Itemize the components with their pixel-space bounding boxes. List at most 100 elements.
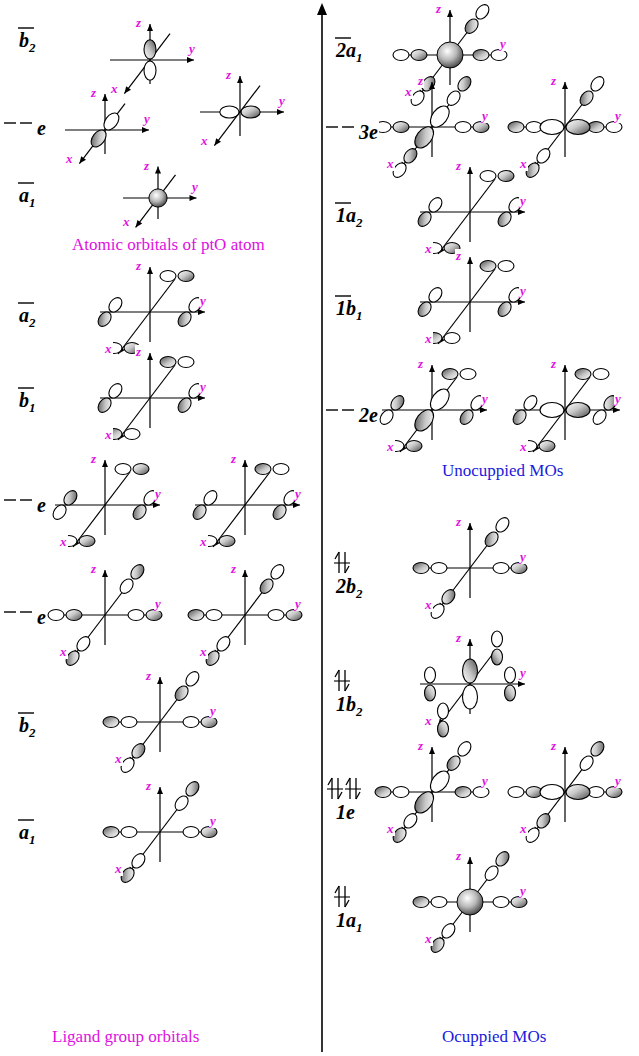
electron-arrow — [335, 670, 339, 677]
energy-level — [18, 387, 34, 388]
electron-arrow — [338, 792, 342, 799]
axis-arrowhead — [79, 156, 86, 163]
axis-label: y — [519, 666, 527, 680]
orbital-lobe — [270, 503, 288, 522]
orbital-lobe — [172, 794, 190, 813]
axis-label: x — [519, 157, 528, 171]
orbital-lobe — [178, 357, 194, 368]
orbital-lobe — [103, 827, 119, 838]
orbital-lobe — [588, 739, 606, 758]
axis-line — [564, 747, 565, 822]
orbital-lobe — [540, 120, 564, 135]
axis-line — [239, 76, 240, 136]
energy-level — [18, 302, 34, 303]
axis-line — [469, 257, 470, 332]
axis-line — [438, 535, 495, 610]
orbital-lobe — [106, 381, 124, 400]
axis-label: x — [59, 535, 68, 549]
axis-line — [159, 677, 160, 752]
axis-line — [400, 759, 457, 834]
orbital-lobe — [521, 393, 539, 412]
orbital-lobe — [480, 171, 496, 182]
axis-label: x — [114, 862, 123, 876]
orbital-lobe — [175, 396, 193, 415]
axis-label: z — [90, 562, 97, 576]
axis-label: y — [191, 180, 199, 194]
axis-arrowhead — [467, 257, 473, 264]
orbital-lobe — [431, 897, 447, 908]
electron-arrow — [345, 684, 349, 691]
axis-line — [438, 651, 495, 726]
axis-arrowhead — [198, 395, 205, 401]
axis-label: z — [145, 779, 152, 793]
axis-label: z — [135, 259, 142, 273]
electron-arrow — [346, 778, 350, 785]
orbital-lobe — [577, 754, 595, 773]
symmetry-label: b2 — [18, 30, 37, 51]
orbital-lobe — [268, 610, 284, 621]
symmetry-subscript: 1 — [29, 400, 36, 415]
orbital-lobe — [455, 787, 471, 798]
orbital-lobe — [426, 285, 444, 304]
orbital-lobe — [95, 310, 113, 329]
axis-label: x — [104, 342, 113, 356]
axis-arrowhead — [562, 82, 568, 89]
orbital-lobe — [160, 357, 176, 368]
orbital-lobe — [492, 631, 503, 647]
axis-label: z — [145, 669, 152, 683]
axis-label: y — [519, 884, 527, 898]
orbital-lobe — [444, 754, 462, 773]
axis-label: z — [90, 86, 97, 100]
energy-level — [4, 611, 16, 612]
axis-line — [420, 683, 525, 684]
orbital-lobe — [482, 530, 500, 549]
axis-label: x — [199, 645, 208, 659]
axis-arrowhead — [518, 209, 525, 215]
symmetry-subscript: 1 — [356, 920, 363, 935]
s-orbital — [149, 189, 167, 207]
s-orbital — [437, 42, 463, 68]
orbital-lobe — [510, 408, 528, 427]
axis-line — [149, 267, 150, 342]
symmetry-label: 1e — [335, 802, 356, 823]
axis-line — [469, 167, 470, 242]
orbital-lobe — [201, 827, 217, 838]
symmetry-subscript: 2 — [356, 704, 363, 719]
axis-label: y — [154, 487, 162, 501]
orbital-lobe — [444, 333, 460, 344]
orbital-lobe — [133, 464, 149, 475]
axis-arrowhead — [237, 76, 243, 83]
symmetry-subscript: 2 — [356, 215, 363, 230]
orbital-lobe — [106, 295, 124, 314]
orbital-lobe — [493, 515, 511, 534]
axis-label: z — [550, 357, 557, 371]
energy-level — [20, 122, 32, 123]
axis-label: y — [499, 37, 507, 51]
energy-level — [335, 202, 351, 203]
axis-line — [149, 353, 150, 428]
orbital-lobe — [505, 685, 516, 701]
orbital-lobe — [455, 739, 473, 758]
axis-line — [79, 104, 125, 164]
axis-line — [73, 582, 130, 657]
axis-label: y — [481, 109, 489, 123]
energy-level — [345, 788, 361, 789]
axis-label: x — [386, 822, 395, 836]
axis-arrowhead — [467, 523, 473, 530]
electron-arrow — [328, 778, 332, 785]
energy-level — [342, 409, 354, 410]
axis-arrowhead — [518, 299, 525, 305]
orbital-lobe — [375, 787, 391, 798]
orbital-lobe — [183, 779, 201, 798]
axis-label: z — [417, 739, 424, 753]
orbital-lobe — [463, 685, 478, 709]
orbital-lobe — [606, 122, 622, 133]
orbital-lobe — [480, 261, 496, 272]
orbital-lobe — [160, 271, 176, 282]
orbital-lobe — [540, 785, 564, 800]
section-heading: Atomic orbitals of ptO atom — [70, 236, 267, 254]
symmetry-label: 3e — [358, 122, 379, 143]
axis-line — [244, 570, 245, 645]
symmetry-main: b — [19, 714, 29, 736]
symmetry-main: b — [19, 389, 29, 411]
